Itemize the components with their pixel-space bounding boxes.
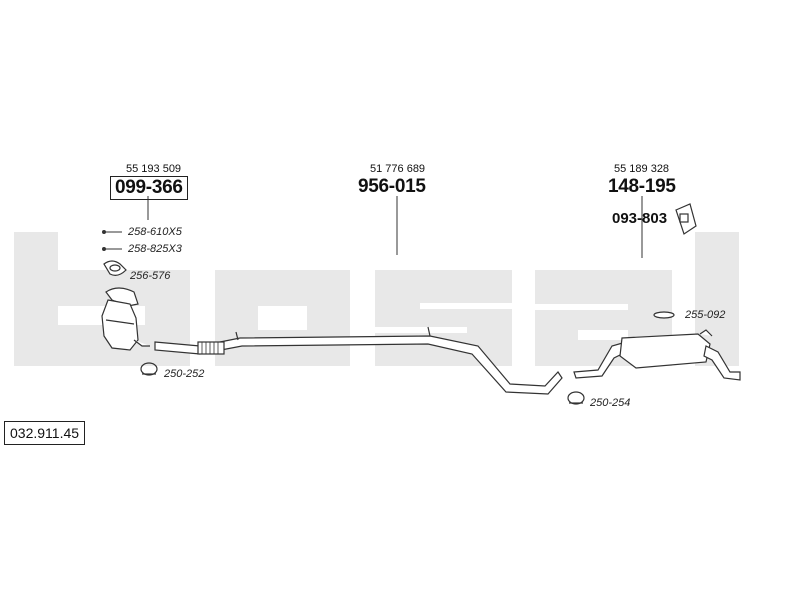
bolt-1-part-number[interactable]: 258-610X5 (128, 226, 182, 238)
bolt-2-part-number[interactable]: 258-825X3 (128, 243, 182, 255)
heat-shield-part-number[interactable]: 093-803 (612, 210, 668, 227)
catalyst-oem-number: 55 193 509 (126, 163, 182, 175)
rubber-mount-part-number[interactable]: 255-092 (685, 309, 726, 321)
front-clamp-part-number[interactable]: 250-252 (164, 368, 205, 380)
bolt-icon (102, 230, 122, 234)
clamp-icon (567, 391, 585, 405)
rear-silencer-oem-number: 55 189 328 (614, 163, 670, 175)
rear-clamp-part-number[interactable]: 250-254 (590, 397, 631, 409)
middle-pipe-oem-number: 51 776 689 (370, 163, 426, 175)
gasket-part-number[interactable]: 256-576 (130, 270, 171, 282)
catalog-number: 032.911.45 (4, 421, 86, 445)
bolt-icon (102, 247, 122, 251)
rubber-mount-icon (653, 311, 675, 319)
catalyst-part-number[interactable]: 099-366 (110, 176, 188, 200)
catalytic-converter-icon (101, 287, 150, 351)
rear-silencer-part-number[interactable]: 148-195 (608, 176, 676, 197)
rear-silencer-icon (573, 329, 741, 381)
clamp-icon (140, 362, 158, 376)
heat-shield-icon (675, 203, 697, 235)
middle-pipe-part-number[interactable]: 956-015 (358, 176, 426, 197)
gasket-icon (103, 260, 127, 276)
middle-pipe-icon (154, 326, 563, 395)
